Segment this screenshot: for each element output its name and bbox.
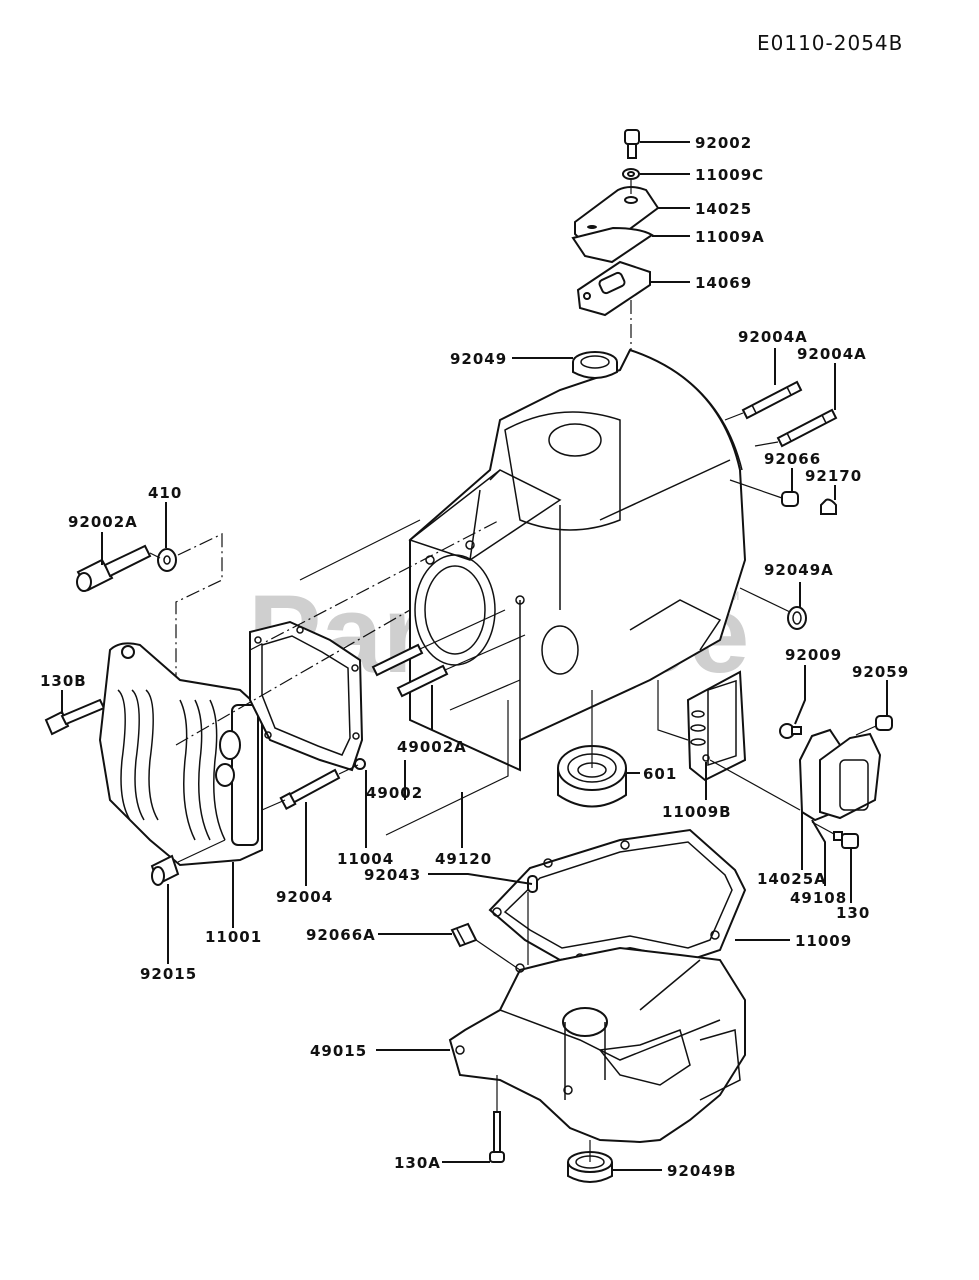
callout-92004[interactable]: 92004 [276, 888, 333, 906]
callout-92066[interactable]: 92066 [764, 450, 821, 468]
assembly-line [299, 519, 421, 581]
washer-11009c[interactable] [622, 168, 640, 180]
stud-92004a-upper[interactable] [741, 380, 803, 420]
assembly-line [709, 759, 801, 811]
assembly-line [249, 519, 501, 651]
callout-49120[interactable]: 49120 [435, 850, 492, 868]
gasket-11009b[interactable] [686, 670, 747, 782]
callout-92002a[interactable]: 92002A [68, 513, 138, 531]
assembly-line [855, 725, 877, 736]
breather-bolt-92002[interactable] [624, 129, 640, 159]
oil-seal-92049[interactable] [572, 351, 618, 379]
callout-92049b[interactable]: 92049B [667, 1162, 737, 1180]
callout-130b[interactable]: 130B [40, 672, 87, 690]
callout-92049a[interactable]: 92049A [764, 561, 834, 579]
callout-92043[interactable]: 92043 [364, 866, 421, 884]
callout-11001[interactable]: 11001 [205, 928, 262, 946]
assembly-line [261, 799, 286, 811]
leader-lines [61, 141, 888, 1171]
callout-49015[interactable]: 49015 [310, 1042, 367, 1060]
gasket-11009a[interactable] [571, 226, 654, 264]
callout-49002[interactable]: 49002 [366, 784, 423, 802]
pin-49002a[interactable] [371, 643, 424, 677]
callout-92059[interactable]: 92059 [852, 663, 909, 681]
callout-130a[interactable]: 130A [394, 1154, 441, 1172]
pan-gasket-11009[interactable] [488, 828, 747, 963]
callout-92015[interactable]: 92015 [140, 965, 197, 983]
bolt-130[interactable] [833, 831, 859, 849]
assembly-line [385, 700, 509, 836]
callout-92049[interactable]: 92049 [450, 350, 507, 368]
bolt-130a[interactable] [489, 1111, 505, 1163]
stud-92004a-lower[interactable] [776, 408, 838, 448]
callout-92004a-lower[interactable]: 92004A [797, 345, 867, 363]
callout-92002[interactable]: 92002 [695, 134, 752, 152]
head-gasket-11004[interactable] [249, 620, 366, 772]
bolt-92009[interactable] [779, 723, 802, 739]
crankcase-cover-49015[interactable] [448, 946, 746, 1144]
assembly-line [475, 939, 521, 971]
callout-11009[interactable]: 11009 [795, 932, 852, 950]
assembly-line [449, 679, 521, 711]
callout-601[interactable]: 601 [643, 765, 677, 783]
assembly-line [811, 821, 835, 835]
crankcase-block[interactable] [408, 348, 747, 772]
callout-11009b[interactable]: 11009B [662, 803, 732, 821]
callout-14025a[interactable]: 14025A [757, 870, 827, 888]
plug-92059[interactable] [875, 715, 893, 731]
assembly-line [175, 609, 411, 746]
assembly-line [657, 680, 689, 741]
assembly-line [419, 609, 506, 650]
callout-92170[interactable]: 92170 [805, 467, 862, 485]
callout-11004[interactable]: 11004 [337, 850, 394, 868]
assembly-line [739, 587, 791, 613]
diagram-id: E0110-2054B [757, 31, 903, 55]
bolt-92002a[interactable] [76, 544, 152, 592]
oil-seal-92049a[interactable] [787, 606, 807, 630]
plug-92066a[interactable] [450, 922, 478, 948]
callout-410[interactable]: 410 [148, 484, 182, 502]
breather-plate-14069[interactable] [576, 260, 651, 317]
assembly-line [149, 552, 161, 559]
breather-cover-14025[interactable] [574, 186, 660, 247]
callout-14069[interactable]: 14069 [695, 274, 752, 292]
washer-410[interactable] [157, 548, 177, 572]
callout-11009c[interactable]: 11009C [695, 166, 764, 184]
cylinder-head-11001[interactable] [98, 642, 263, 867]
assembly-line [177, 839, 226, 863]
callout-11009a[interactable]: 11009A [695, 228, 765, 246]
assembly-line [175, 533, 223, 760]
breather-cover-14025a[interactable] [798, 728, 882, 822]
clip-92170[interactable] [820, 498, 837, 515]
plug-92066[interactable] [781, 491, 799, 507]
assembly-line [724, 412, 744, 421]
callout-14025[interactable]: 14025 [695, 200, 752, 218]
callout-49002a[interactable]: 49002A [397, 738, 467, 756]
callout-49108[interactable]: 49108 [790, 889, 847, 907]
dowel-92015[interactable] [150, 854, 180, 886]
stud-92004[interactable] [279, 768, 341, 810]
pin-49002[interactable] [396, 664, 449, 698]
callout-92004a-upper[interactable]: 92004A [738, 328, 808, 346]
assembly-line [754, 441, 779, 447]
callout-130[interactable]: 130 [836, 904, 870, 922]
callout-92066a[interactable]: 92066A [306, 926, 376, 944]
callout-92009[interactable]: 92009 [785, 646, 842, 664]
bolt-130b[interactable] [44, 698, 106, 736]
assembly-line [729, 479, 783, 499]
assembly-line [338, 764, 359, 775]
assembly-line [444, 634, 526, 671]
